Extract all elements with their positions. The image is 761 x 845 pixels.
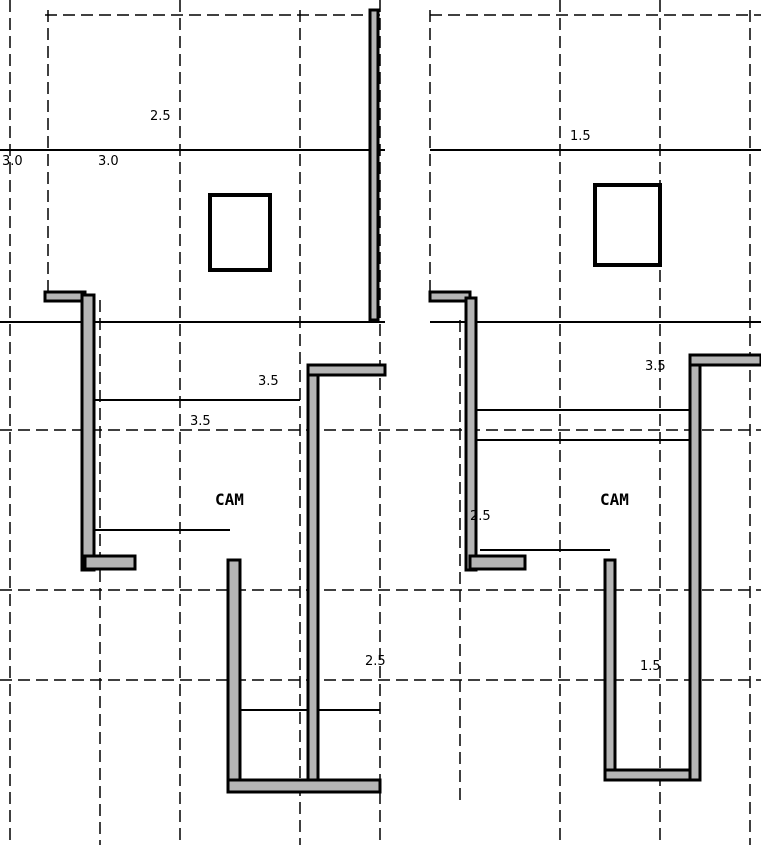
- dimension-label: 3.5: [258, 374, 279, 389]
- dimension-label: 2.5: [150, 109, 171, 124]
- inner-boxes: [208, 183, 662, 272]
- room-label: CAM: [215, 490, 244, 509]
- dimension-label: 3.0: [2, 154, 23, 169]
- dimension-label: 2.5: [365, 654, 386, 669]
- room-label: CAM: [600, 490, 629, 509]
- dimension-label: 1.5: [640, 659, 661, 674]
- dimension-label: 1.5: [570, 129, 591, 144]
- walls: [43, 8, 761, 794]
- dimension-label: 2.5: [470, 509, 491, 524]
- solid-lines: [0, 149, 761, 711]
- dimension-label: 3.5: [190, 414, 211, 429]
- dimension-labels: 3.5 3.5 2.5 2.5 1.5 3.0 3.5 2.5 1.5 3.0: [2, 109, 666, 674]
- dimension-label: 3.0: [98, 154, 119, 169]
- dimension-label: 3.5: [645, 359, 666, 374]
